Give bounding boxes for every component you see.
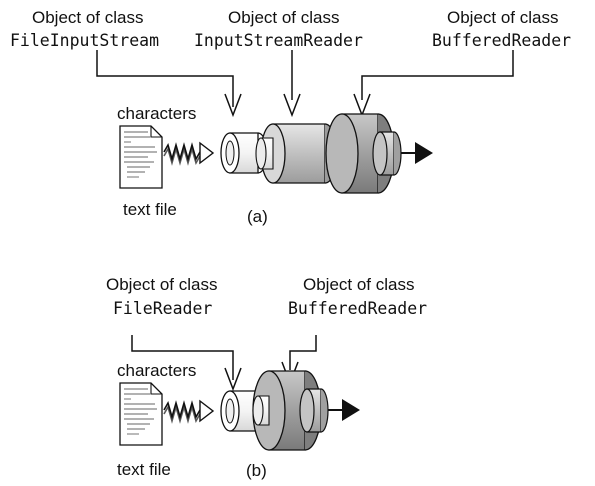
pointer-streamreader-a: [283, 50, 301, 118]
obj3-prefix-a: Object of class: [447, 8, 559, 27]
text-file-label-b: text file: [117, 460, 171, 479]
pointer-bufferedreader-a: [353, 50, 514, 118]
panel-b: [119, 335, 360, 451]
obj2-class-b: BufferedReader: [288, 299, 428, 318]
obj1-prefix-b: Object of class: [106, 275, 218, 294]
text-file-icon-b: [119, 382, 163, 446]
obj2-prefix-a: Object of class: [228, 8, 340, 27]
output-arrow-b: [328, 399, 360, 421]
panel-a: [96, 50, 514, 194]
obj1-class-a: FileInputStream: [10, 31, 160, 50]
input-stream-reader-cylinder-a: [255, 123, 338, 184]
text-file-label-a: text file: [123, 200, 177, 219]
obj2-prefix-b: Object of class: [303, 275, 415, 294]
file-input-stream-cylinder-a: [220, 132, 268, 174]
pointer-filereader-b: [131, 335, 242, 392]
character-flow-arrow-b: [163, 399, 215, 423]
obj1-class-b: FileReader: [113, 299, 213, 318]
output-arrow-a: [401, 142, 433, 164]
obj2-class-a: InputStreamReader: [194, 31, 363, 50]
caption-a: (a): [247, 207, 268, 226]
buffered-reader-cylinder-b: [252, 370, 329, 451]
character-flow-arrow-a: [163, 141, 215, 165]
characters-label-a: characters: [117, 104, 197, 123]
obj1-prefix-a: Object of class: [32, 8, 144, 27]
characters-label-b: characters: [117, 361, 197, 380]
obj3-class-a: BufferedReader: [432, 31, 572, 50]
caption-b: (b): [246, 461, 267, 480]
text-file-icon-a: [119, 125, 163, 189]
buffered-reader-cylinder-a: [325, 113, 402, 194]
pointer-filestream-a: [96, 50, 242, 118]
